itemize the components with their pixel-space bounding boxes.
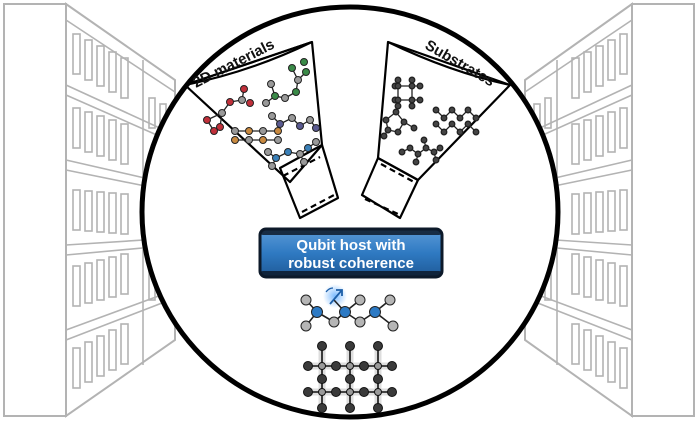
funnel-substrates — [360, 40, 512, 220]
molecules-2d — [203, 58, 320, 170]
left-rack-front — [65, 2, 176, 418]
qubit-lattice-top-layer — [300, 284, 399, 332]
host-text-line1: Qubit host with — [296, 237, 405, 254]
qubit-host-disc — [258, 227, 444, 279]
right-rack-front — [524, 2, 633, 418]
funnel-substrates-outlet — [360, 156, 420, 220]
spin-glow — [323, 284, 347, 308]
funnel-2d-materials — [183, 40, 340, 220]
spin-arrow-icon — [325, 287, 343, 305]
host-text-line2: robust coherence — [288, 255, 414, 272]
molecules-substrates — [380, 76, 480, 166]
left-rack-side-panel — [3, 3, 67, 417]
substrate-lattice — [303, 341, 397, 413]
funnel-2d-outlet — [278, 143, 340, 220]
right-rack-side-panel — [631, 3, 695, 417]
